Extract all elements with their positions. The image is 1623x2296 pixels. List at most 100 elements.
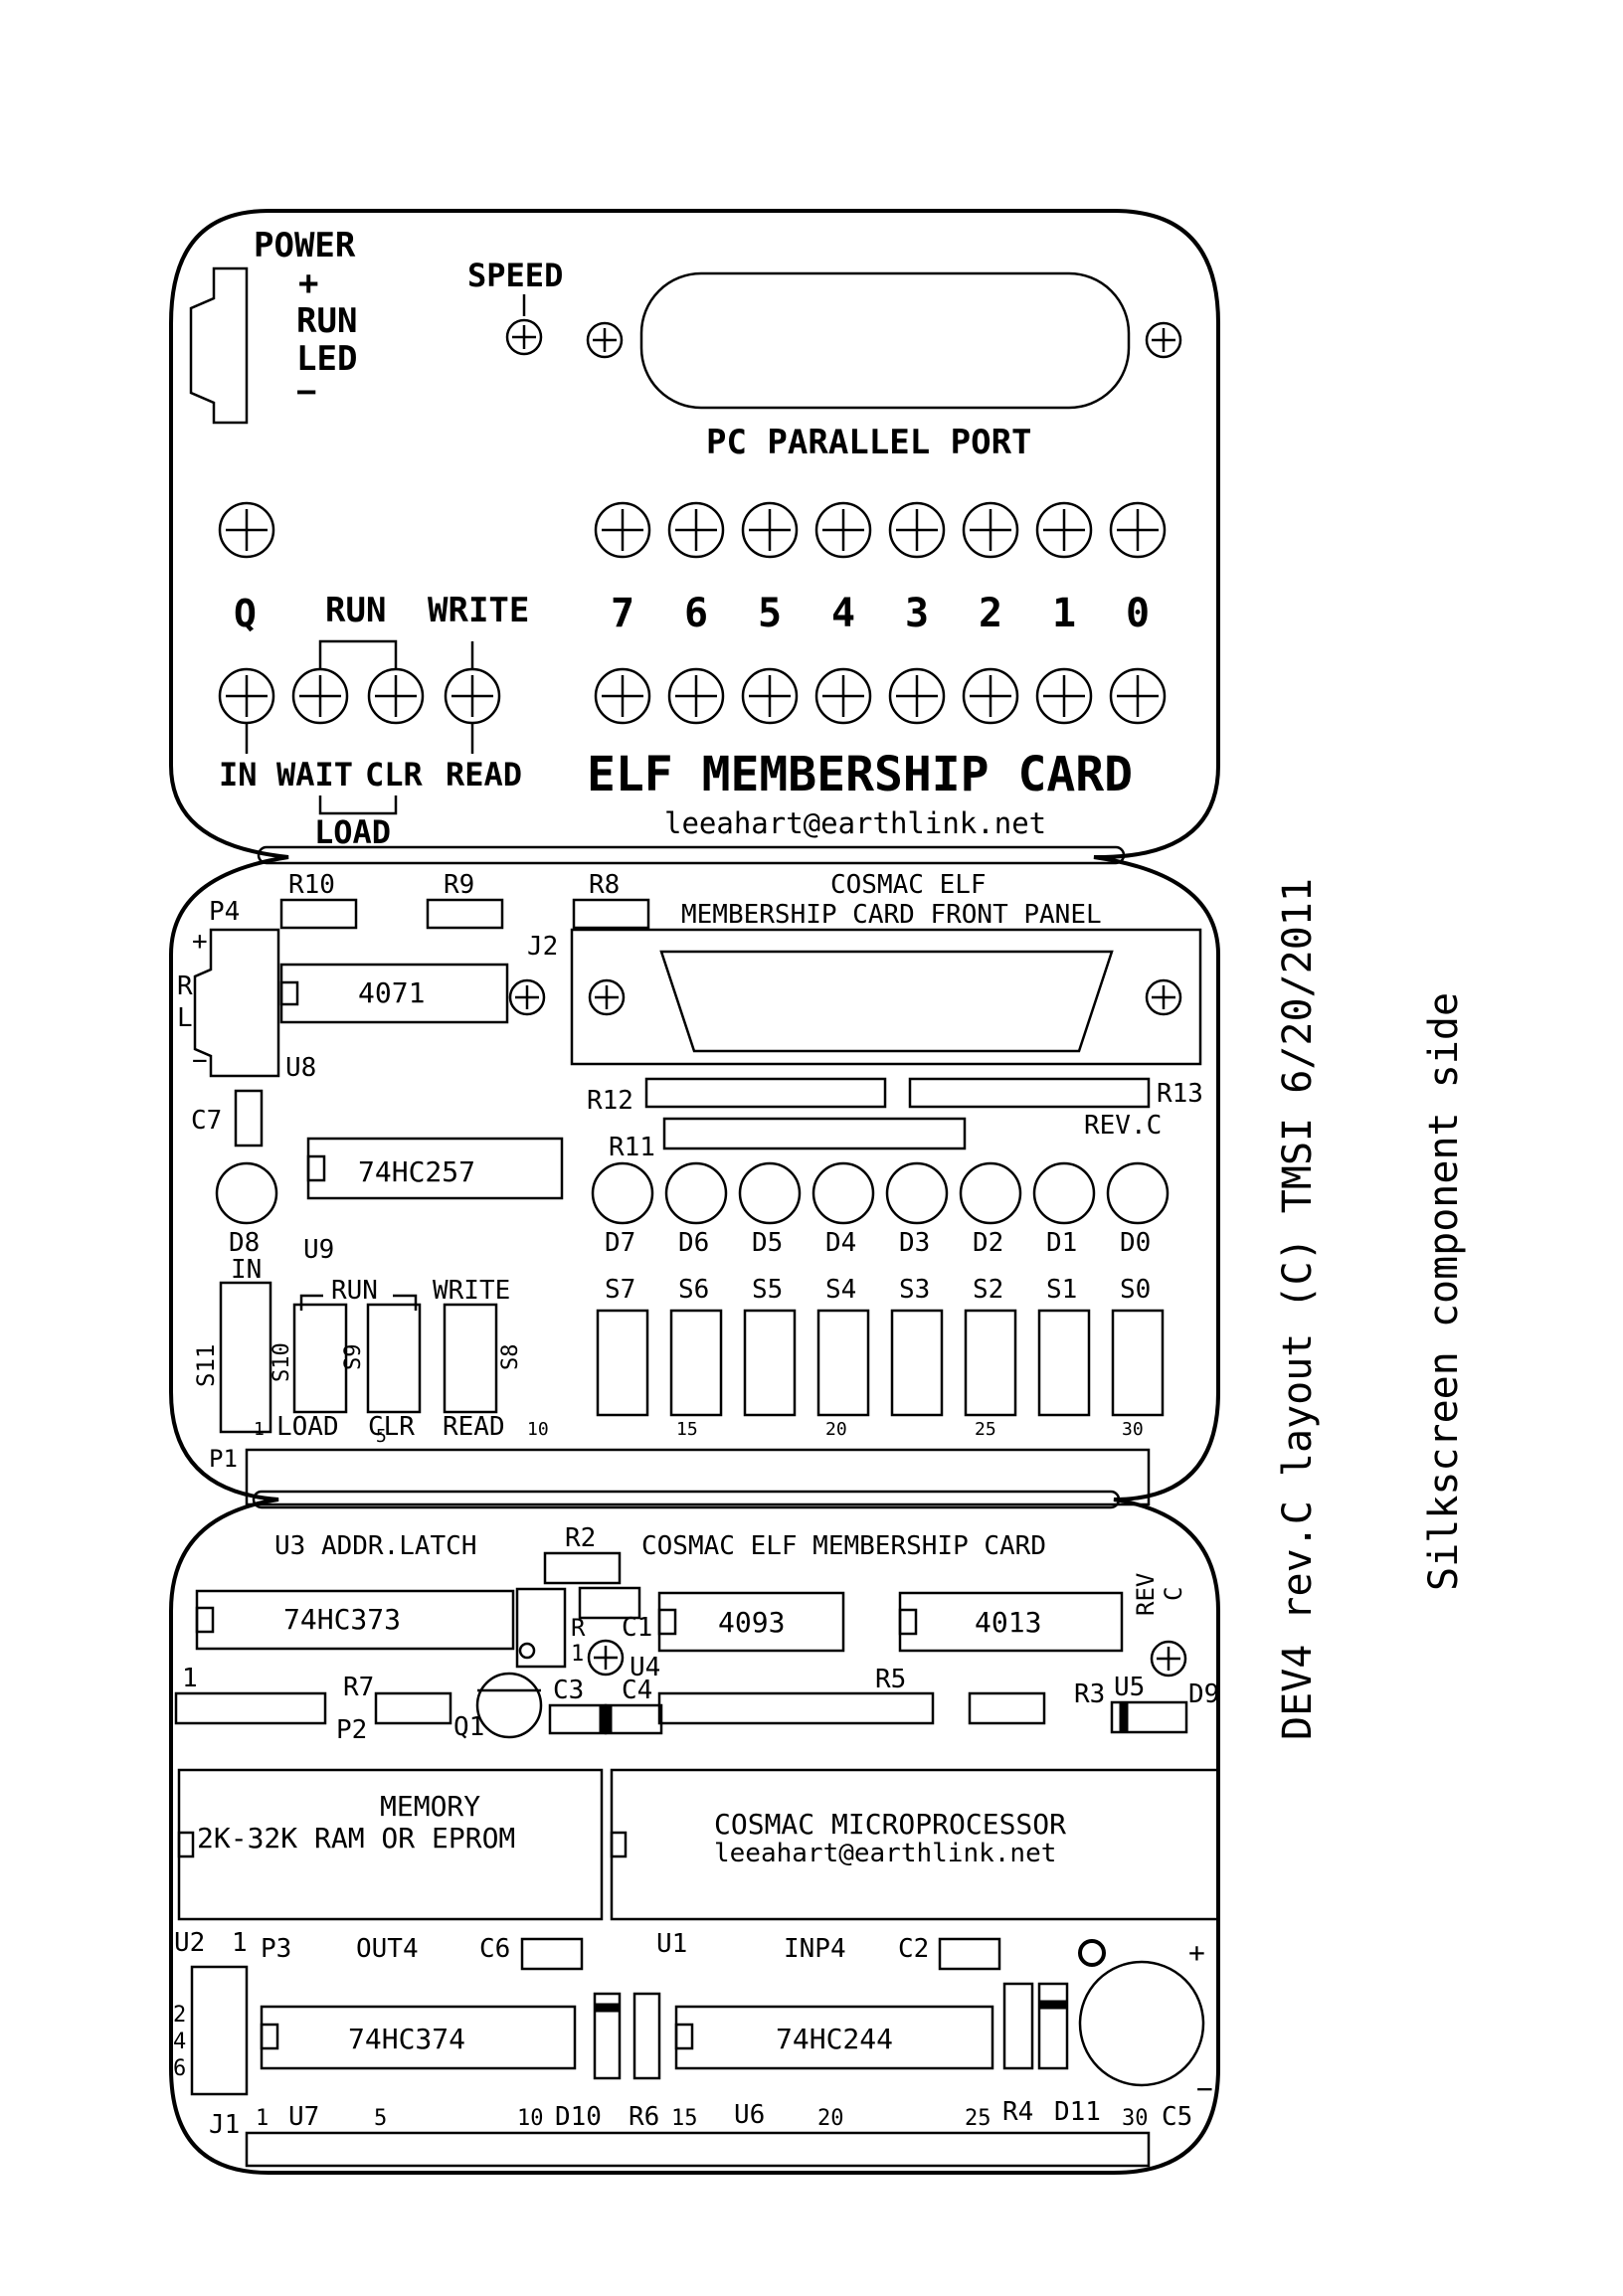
bit-switch-top-5 — [962, 501, 1019, 559]
c1-label: C1 — [622, 1613, 652, 1643]
c3-label: C3 — [553, 1676, 584, 1705]
j1-header — [245, 2131, 1151, 2168]
svg-text:30: 30 — [1122, 2106, 1149, 2131]
switch-label: S1 — [1046, 1275, 1077, 1305]
j2-connector — [570, 928, 1202, 1066]
d10-label: D10 — [555, 2102, 602, 2132]
bit-switch-top-3 — [814, 501, 872, 559]
data-switch-0 — [596, 1309, 649, 1417]
data-switch-5 — [964, 1309, 1017, 1417]
power-label: POWER — [254, 226, 356, 265]
control-switch-2 — [367, 667, 425, 725]
svg-text:4: 4 — [173, 2030, 186, 2054]
s9-switch — [366, 1303, 422, 1414]
card-title: ELF MEMBERSHIP CARD — [587, 747, 1133, 802]
svg-text:1: 1 — [182, 1664, 198, 1693]
control-switch-0 — [218, 667, 275, 725]
led-label: D4 — [825, 1228, 856, 1258]
svg-text:10: 10 — [517, 2106, 544, 2131]
bit-label: 1 — [1052, 591, 1076, 636]
s9-label: S9 — [341, 1344, 366, 1371]
data-switch-3 — [816, 1309, 870, 1417]
c1-capacitor — [578, 1586, 641, 1620]
switch-label: S0 — [1120, 1275, 1151, 1305]
u7-label: U7 — [288, 2102, 319, 2132]
control-switch-1 — [291, 667, 349, 725]
u6-label: U6 — [734, 2100, 765, 2130]
power-plus: + — [298, 264, 318, 303]
data-switch-1 — [669, 1309, 723, 1417]
slot-top — [257, 845, 1126, 865]
mount-hole — [586, 321, 624, 359]
switch-label: S7 — [605, 1275, 635, 1305]
bit-switch-top-6 — [1035, 501, 1093, 559]
s11-switch — [219, 1281, 272, 1434]
led-label: D2 — [973, 1228, 1003, 1258]
p3-header — [190, 1965, 249, 2096]
bit-switch-bottom-2 — [741, 667, 799, 725]
bit-label: 5 — [758, 591, 782, 636]
p1-pin-number: 10 — [527, 1419, 549, 1440]
power-led: LED — [296, 339, 357, 379]
rev-vertical: REV — [1132, 1573, 1160, 1616]
crystal — [515, 1587, 567, 1669]
r9-resistor — [426, 898, 504, 930]
c5-label: C5 — [1162, 2102, 1192, 2132]
r6-label: R6 — [629, 2102, 659, 2132]
p1-pin-number: 25 — [975, 1419, 996, 1440]
q-label: Q — [234, 592, 257, 635]
led-4 — [885, 1161, 949, 1225]
s8-label: S8 — [498, 1344, 523, 1371]
bit-switch-bottom-6 — [1035, 667, 1093, 725]
front-panel-title1: COSMAC ELF — [830, 870, 987, 900]
s8-switch — [443, 1303, 498, 1414]
r3-label: R3 — [1074, 1679, 1105, 1709]
svg-text:1: 1 — [254, 1419, 265, 1440]
read-label: READ — [446, 756, 522, 794]
u4-label: U4 — [630, 1653, 660, 1682]
mount-hole — [1145, 321, 1182, 359]
bit-switch-bottom-0 — [594, 667, 651, 725]
r10-resistor — [279, 898, 358, 930]
front-panel-title2: MEMBERSHIP CARD FRONT PANEL — [681, 900, 1102, 930]
cpu-label: COSMAC MICROPROCESSOR — [714, 1808, 1066, 1841]
r4-resistor — [1002, 1982, 1034, 2070]
in-label: IN — [219, 756, 258, 794]
svg-text:R: R — [177, 971, 193, 1001]
p1-label: P1 — [209, 1445, 238, 1473]
u3-label: U3 ADDR.LATCH — [274, 1531, 477, 1561]
clr-label: CLR — [365, 756, 424, 794]
d11-label: D11 — [1054, 2097, 1101, 2127]
led-1 — [664, 1161, 728, 1225]
led-7 — [1106, 1161, 1170, 1225]
switch-label: S3 — [899, 1275, 930, 1305]
cpu-email: leeahart@earthlink.net — [714, 1839, 1056, 1868]
rev-vertical-c: C — [1160, 1587, 1187, 1601]
svg-text:1: 1 — [232, 1928, 248, 1958]
svg-text:25: 25 — [965, 2106, 992, 2131]
led-5 — [959, 1161, 1022, 1225]
p1-header — [245, 1448, 1151, 1506]
led-label: D3 — [899, 1228, 930, 1258]
r5-label: R5 — [875, 1665, 906, 1694]
p2-header — [174, 1691, 327, 1725]
switch-label: S5 — [752, 1275, 783, 1305]
data-switch-7 — [1111, 1309, 1165, 1417]
svg-text:+: + — [192, 927, 208, 957]
read-switch-label: READ — [443, 1412, 505, 1442]
d8-label: D8 — [229, 1228, 260, 1258]
svg-text:74HC244: 74HC244 — [776, 2023, 893, 2055]
db25-cutout — [639, 271, 1131, 410]
bit-switch-top-4 — [888, 501, 946, 559]
c7-capacitor — [234, 1089, 264, 1148]
bit-switch-bottom-4 — [888, 667, 946, 725]
led-label: D1 — [1046, 1228, 1077, 1258]
switch-row-top — [218, 501, 1167, 559]
j1-label: J1 — [209, 2110, 240, 2140]
bit-label: 3 — [905, 591, 929, 636]
slot-bottom — [252, 1490, 1121, 1509]
speed-pot — [505, 318, 543, 356]
